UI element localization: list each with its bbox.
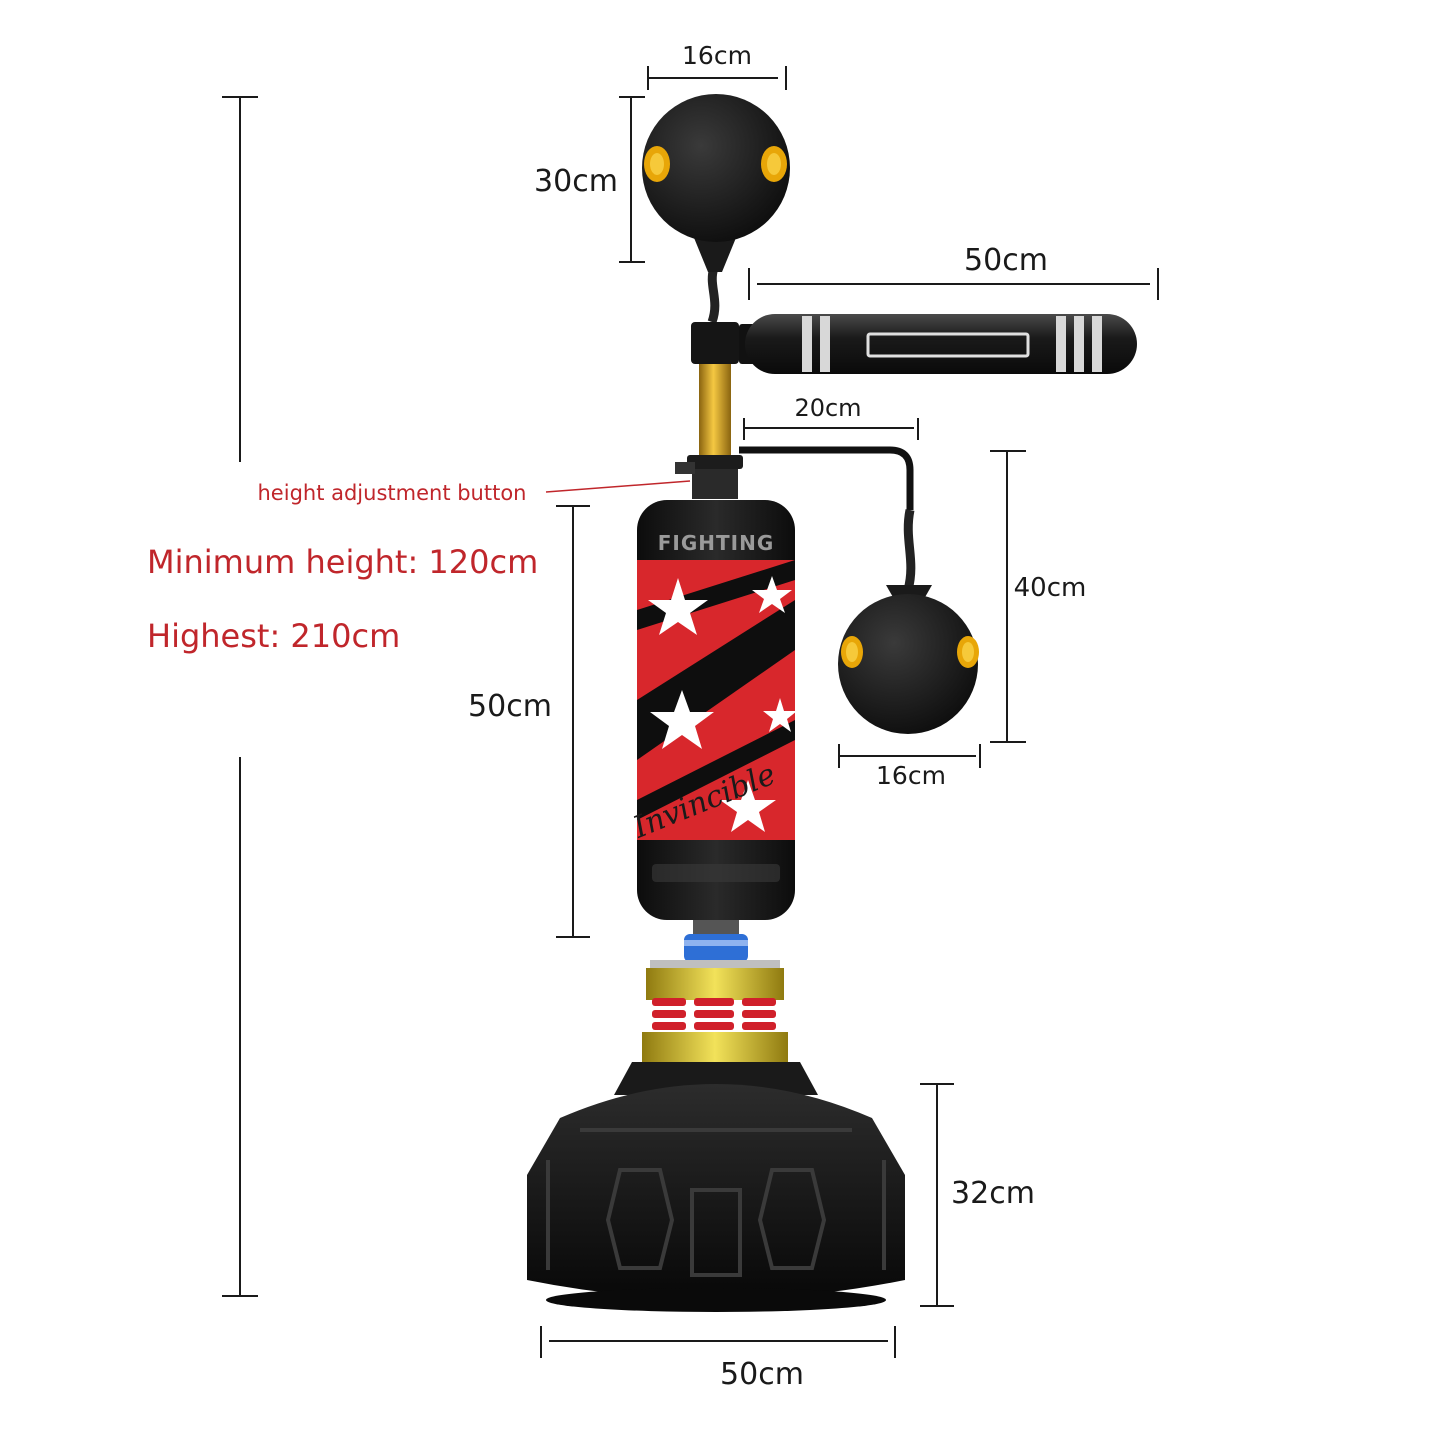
lower-ball-width-dimension xyxy=(838,744,981,768)
base-width-dimension xyxy=(540,1326,896,1358)
top-speed-ball xyxy=(642,94,790,324)
label-bag-height: 50cm xyxy=(468,689,552,724)
height-button-leader xyxy=(545,480,691,493)
label-base-height: 32cm xyxy=(951,1176,1035,1211)
lower-ball-drop-dimension xyxy=(990,450,1026,743)
top-ball-width-dimension xyxy=(647,66,787,90)
dimension-lines xyxy=(222,66,1159,1358)
weighted-base xyxy=(527,1062,905,1312)
min-height-label: Minimum height: 120cm xyxy=(147,543,538,581)
top-ball-height-dimension xyxy=(619,96,645,263)
bar-length-dimension xyxy=(748,268,1159,300)
height-notes: height adjustment button Minimum height:… xyxy=(147,481,538,655)
dimension-labels: 16cm 30cm 50cm 20cm 40cm 16cm 50cm 32cm … xyxy=(468,41,1086,1392)
max-height-label: Highest: 210cm xyxy=(147,617,400,655)
height-button-label: height adjustment button xyxy=(258,481,527,505)
bag-top-text: FIGHTING xyxy=(658,531,775,555)
bag-height-dimension xyxy=(556,505,590,938)
label-bar-length: 50cm xyxy=(964,243,1048,278)
overall-height-dimension xyxy=(222,96,258,1297)
arm-length-dimension xyxy=(743,418,919,440)
label-arm-length: 20cm xyxy=(794,394,861,422)
label-base-width: 50cm xyxy=(720,1357,804,1392)
label-lower-ball-drop: 40cm xyxy=(1014,573,1087,603)
bar-brand-mark xyxy=(866,332,1030,358)
lower-speed-ball xyxy=(739,446,979,734)
label-top-ball-width: 16cm xyxy=(682,41,752,70)
punching-bag: FIGHTING Invincible xyxy=(627,500,795,920)
rotating-bar xyxy=(739,314,1137,374)
label-top-ball-height: 30cm xyxy=(534,164,618,199)
label-lower-ball-width: 16cm xyxy=(876,761,946,790)
spring-assembly xyxy=(642,920,788,1064)
adjustable-pole xyxy=(675,322,743,499)
height-adjustment-button xyxy=(675,462,695,474)
base-height-dimension xyxy=(920,1083,954,1307)
